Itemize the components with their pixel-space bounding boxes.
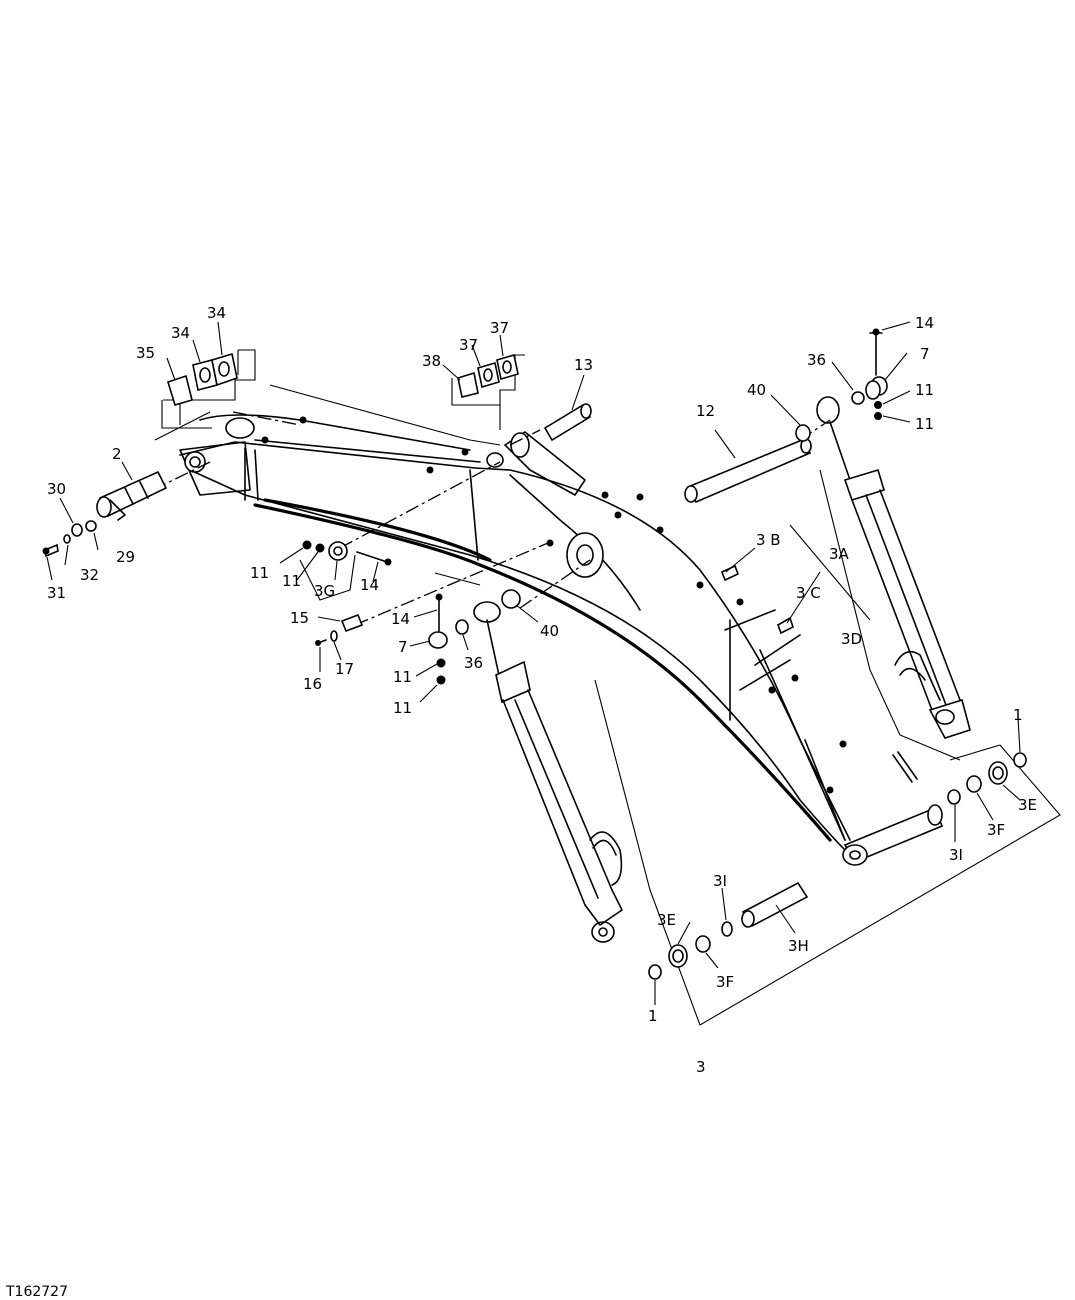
callout-15: 15 [290,609,309,627]
callout-14: 14 [360,576,379,594]
callout-12: 12 [696,402,715,420]
callout-3B: 3 B [756,531,781,549]
callout-brackets [154,349,1061,1026]
callout-11: 11 [393,668,412,686]
callout-36: 36 [464,654,483,672]
callout-30: 30 [47,480,66,498]
callout-40: 40 [747,381,766,399]
boom-cylinder-right [816,396,971,739]
callout-3G: 3G [314,582,335,600]
callout-3H: 3H [788,937,809,955]
boom-body [179,414,944,866]
callout-3: 3 [696,1058,706,1076]
callout-3I: 3I [713,872,727,890]
callout-34: 34 [207,304,226,322]
callout-38: 38 [422,352,441,370]
callout-3D: 3D [841,630,862,648]
callout-11: 11 [915,381,934,399]
assembly-centerlines [107,411,831,626]
callout-11: 11 [915,415,934,433]
callout-labels: 34 34 35 38 37 37 13 14 7 36 11 11 40 12… [47,304,1037,1076]
callout-11: 11 [393,699,412,717]
callout-3A: 3A [829,545,850,563]
callout-37: 37 [459,336,478,354]
callout-11: 11 [250,564,269,582]
leader-lines [46,321,1021,1005]
callout-16: 16 [303,675,322,693]
figure-id: T162727 [6,1284,68,1300]
callout-3E: 3E [1018,796,1037,814]
callout-3E: 3E [657,911,676,929]
callout-34: 34 [171,324,190,342]
callout-11: 11 [282,572,301,590]
callout-14: 14 [915,314,934,332]
callout-3F: 3F [987,821,1005,839]
callout-3I: 3I [949,846,963,864]
boom-cylinder-left [473,601,623,943]
loose-parts [42,328,1027,980]
callout-40: 40 [540,622,559,640]
callout-29: 29 [116,548,135,566]
callout-35: 35 [136,344,155,362]
callout-2: 2 [112,445,122,463]
callout-3F: 3F [716,973,734,991]
callout-37: 37 [490,319,509,337]
callout-3C: 3 C [796,584,821,602]
callout-7: 7 [398,638,408,656]
callout-7: 7 [920,345,930,363]
callout-1: 1 [1013,706,1023,724]
callout-1: 1 [648,1007,658,1025]
callout-17: 17 [335,660,354,678]
callout-32: 32 [80,566,99,584]
callout-36: 36 [807,351,826,369]
callout-13: 13 [574,356,593,374]
callout-14: 14 [391,610,410,628]
callout-31: 31 [47,584,66,602]
